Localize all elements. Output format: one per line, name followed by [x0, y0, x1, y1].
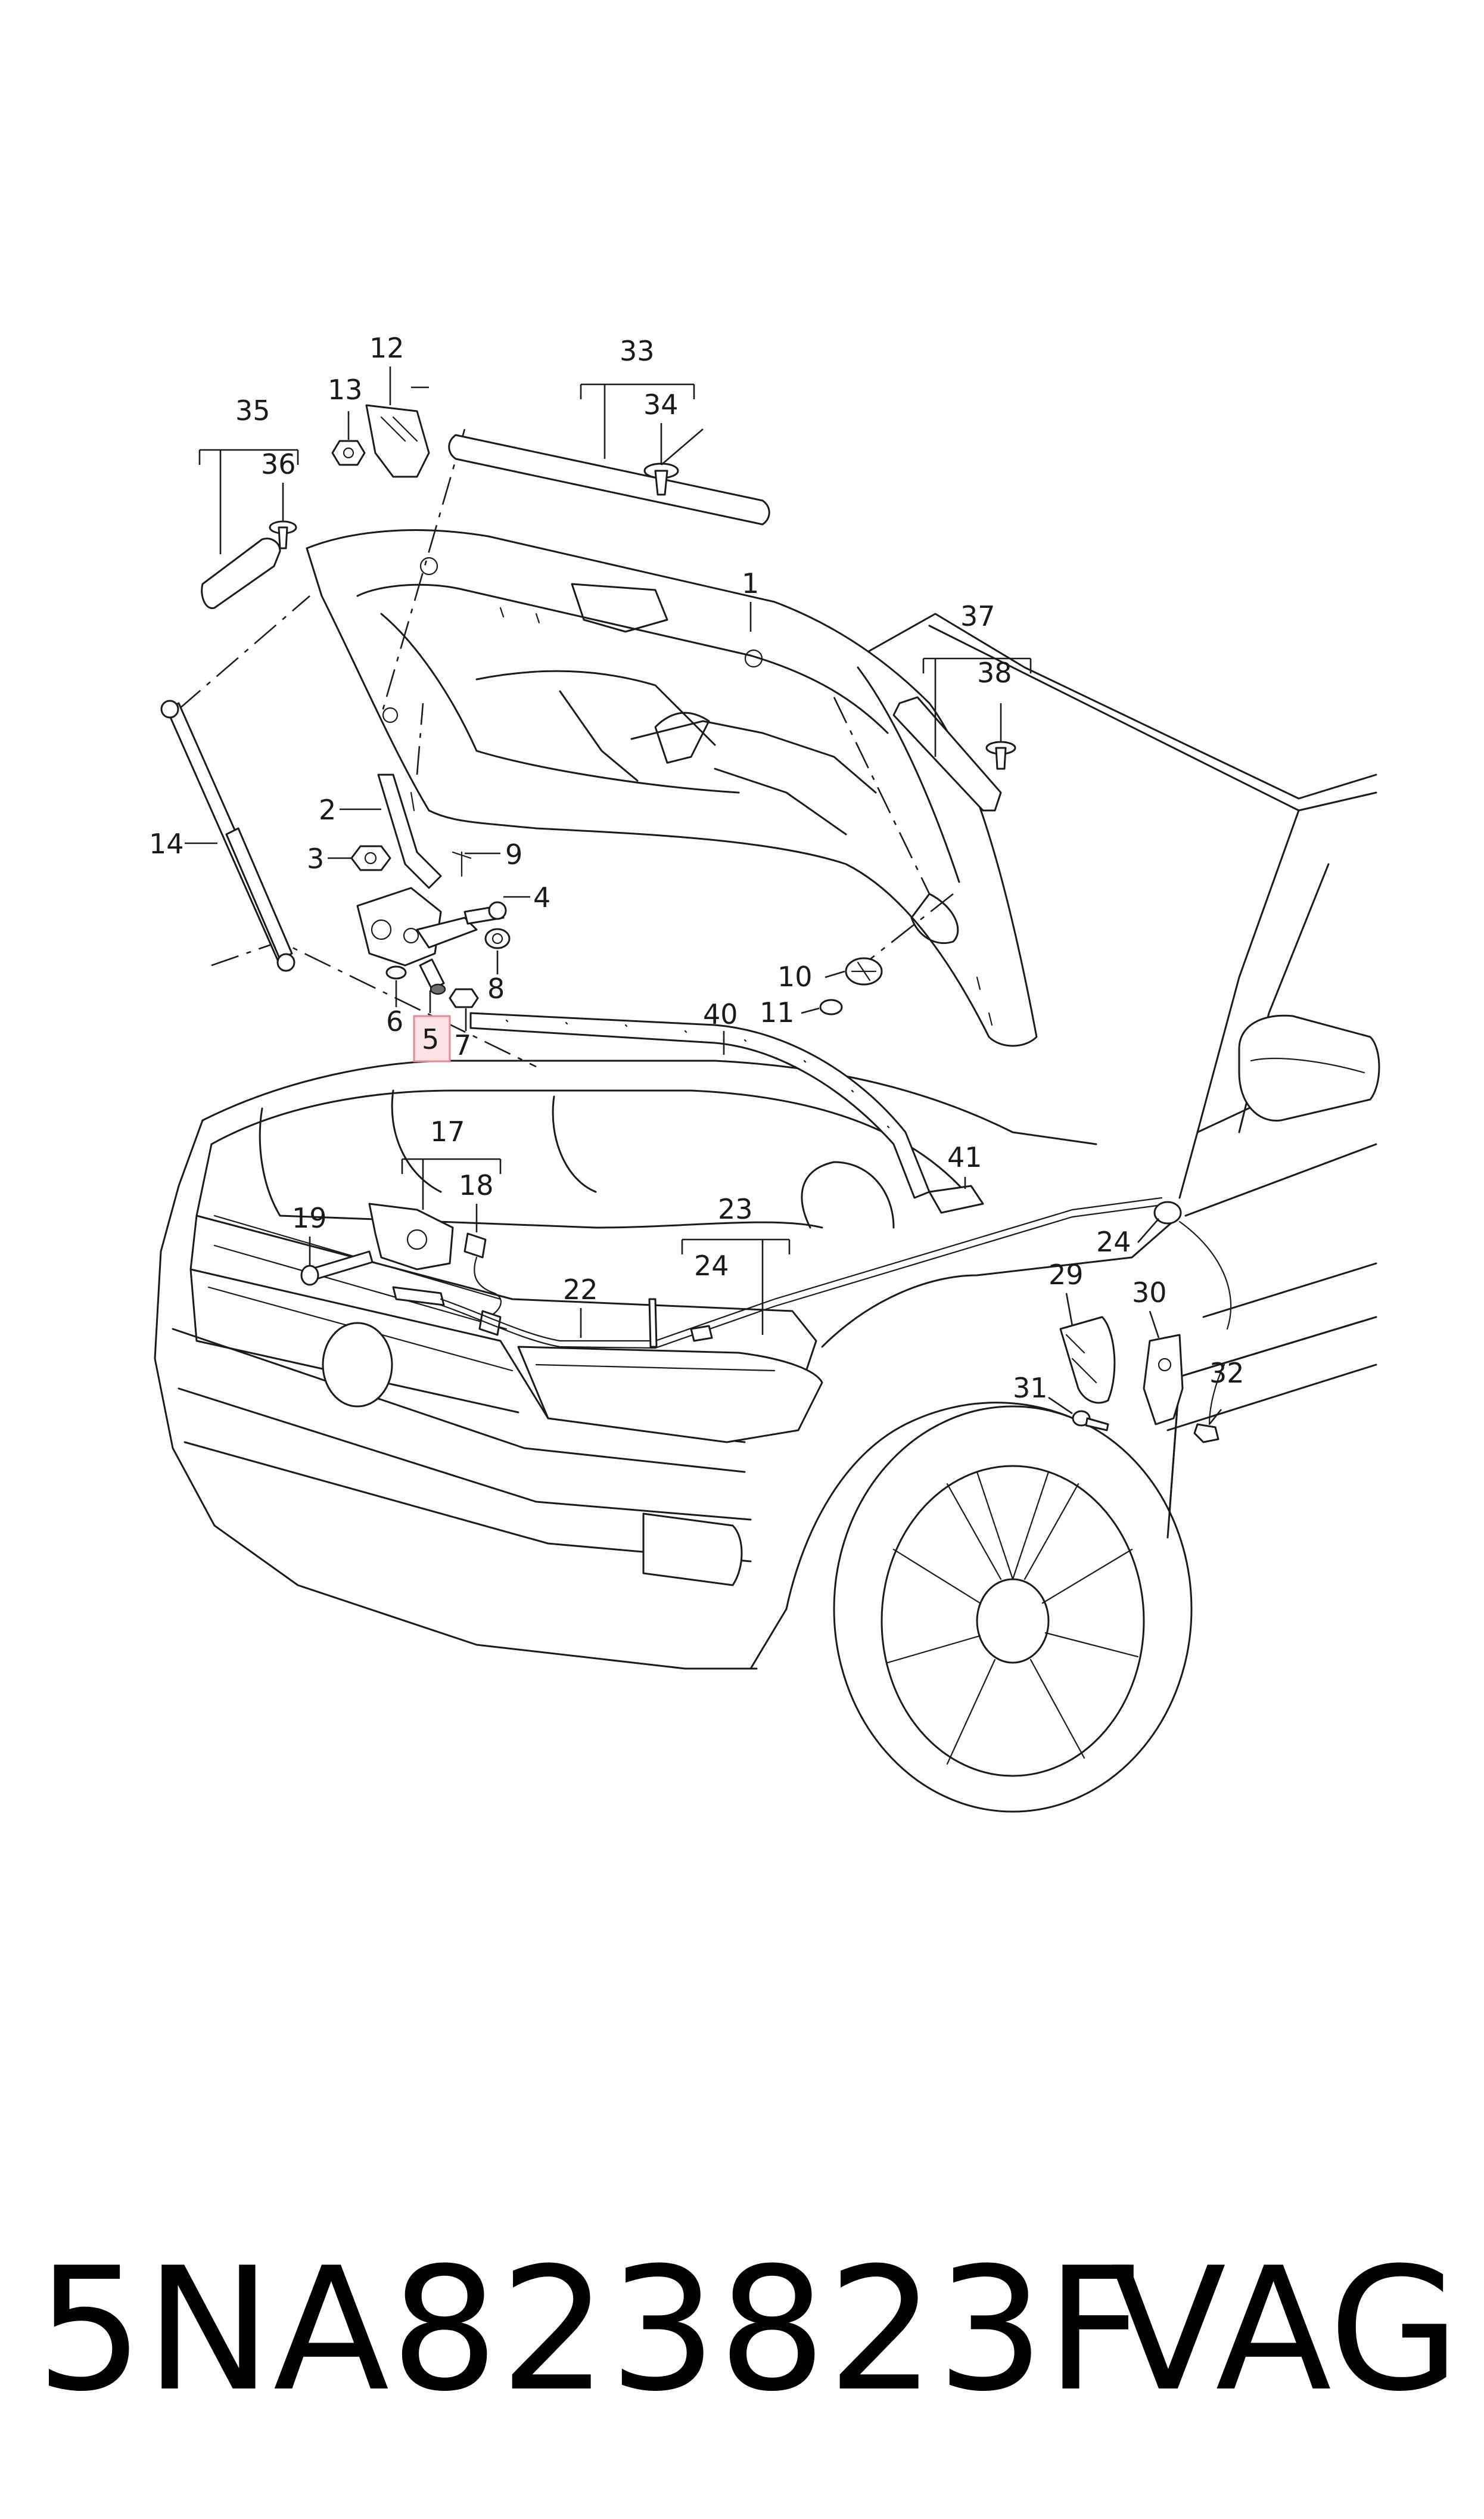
part-31-screw [1072, 1410, 1109, 1431]
callout-24-a: 24 [694, 1250, 729, 1282]
part-14-gas-strut [160, 700, 295, 972]
footer: 5NA823823F VAG [0, 2241, 1484, 2419]
part-32-nut [1193, 1363, 1225, 1443]
callout-33: 33 [620, 335, 655, 367]
hood-panel [306, 529, 1038, 1047]
part-10-buffer [845, 957, 883, 986]
part-33-seal-strip [448, 434, 770, 526]
callout-labels: 1 2 3 4 5 6 7 8 9 10 11 12 13 14 17 18 1… [149, 332, 1245, 1404]
part-hood-lock [356, 887, 478, 967]
callout-34: 34 [643, 389, 679, 421]
callout-23: 23 [718, 1193, 753, 1225]
part-6-washer [385, 965, 407, 980]
callout-6: 6 [386, 1005, 403, 1038]
part-35-seal [201, 538, 281, 610]
callout-38: 38 [977, 657, 1012, 689]
callout-4: 4 [533, 881, 550, 914]
callout-12: 12 [369, 332, 405, 364]
callout-14: 14 [149, 828, 184, 860]
part-37-seal-strip [892, 696, 1002, 812]
part-3-nut [350, 845, 391, 871]
callout-1: 1 [742, 567, 759, 600]
callout-8: 8 [487, 973, 505, 1005]
part-38-clip [985, 741, 1016, 770]
part-18-switch [463, 1232, 502, 1336]
callout-31: 31 [1013, 1372, 1048, 1404]
part-5-latch-pin [419, 958, 446, 995]
part-19-bolt [300, 1250, 374, 1286]
part-24-grommet [1153, 1201, 1232, 1330]
callout-35: 35 [235, 395, 270, 427]
callout-40: 40 [703, 998, 738, 1030]
part-lock-bar [392, 1286, 445, 1306]
callout-29: 29 [1049, 1259, 1084, 1291]
part-41-connector [928, 1185, 984, 1214]
callout-36: 36 [261, 448, 296, 480]
car-body [154, 613, 1380, 1813]
part-13-nut [331, 440, 366, 466]
callout-11: 11 [760, 996, 795, 1029]
callout-41: 41 [947, 1141, 982, 1173]
callout-9: 9 [505, 838, 522, 871]
part-17-lock [368, 1203, 454, 1271]
callout-18: 18 [459, 1169, 494, 1201]
part-number: 5NA823823F [36, 2231, 1145, 2429]
part-29-release-handle [1059, 1316, 1116, 1404]
callout-22: 22 [563, 1274, 598, 1306]
callout-3: 3 [307, 843, 324, 875]
part-12-bracket [365, 404, 430, 478]
callout-5: 5 [422, 1023, 439, 1055]
highlight-box [413, 1015, 451, 1063]
brand-name: VAG [1110, 2231, 1460, 2429]
callout-10: 10 [777, 961, 813, 993]
part-4-bolt [463, 901, 507, 925]
callout-7: 7 [454, 1029, 471, 1061]
part-40-seal [469, 1012, 931, 1199]
part-2-hinge [377, 774, 472, 889]
part-8-bump-stop [484, 928, 511, 949]
callout-17: 17 [430, 1116, 465, 1148]
part-30-bracket [1143, 1334, 1184, 1425]
part-22-cable [440, 1197, 1163, 1349]
callout-19: 19 [292, 1202, 327, 1234]
callout-30: 30 [1132, 1276, 1167, 1309]
callout-24-b: 24 [1096, 1226, 1131, 1258]
callout-13: 13 [328, 374, 363, 406]
callout-37: 37 [960, 600, 995, 632]
parts-diagram: 1 2 3 4 5 6 7 8 9 10 11 12 13 14 17 18 1… [149, 332, 1380, 1813]
part-7-nut [449, 988, 479, 1008]
callout-32: 32 [1209, 1357, 1245, 1389]
part-34-clip [643, 462, 679, 496]
leader-lines [185, 366, 1222, 1425]
callout-2: 2 [319, 794, 336, 826]
part-11-plug [819, 999, 843, 1015]
